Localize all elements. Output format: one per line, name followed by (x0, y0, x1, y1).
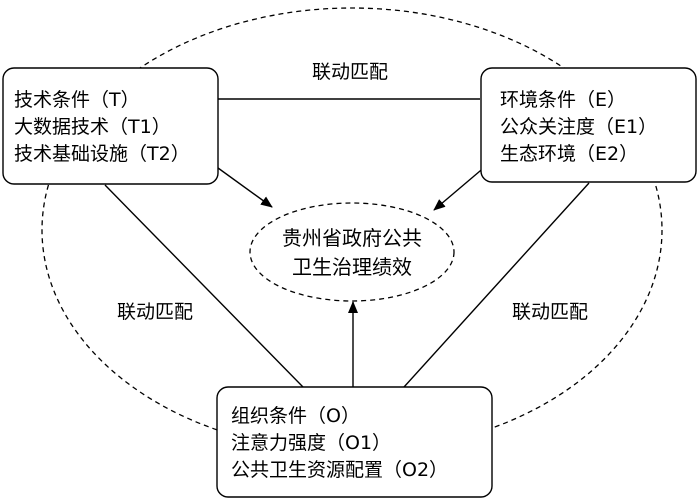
technology-line-1: 技术条件（T） (14, 89, 140, 111)
link-label-left: 联动匹配 (117, 301, 193, 323)
link-line-left (104, 184, 304, 388)
technology-condition-box (2, 67, 219, 185)
environment-line-1: 环境条件（E） (500, 89, 626, 111)
organization-line-3: 公共卫生资源配置（O2） (231, 459, 448, 481)
outcome-ellipse (249, 202, 455, 302)
organization-line-1: 组织条件（O） (231, 405, 360, 427)
technology-line-3: 技术基础设施（T2） (14, 143, 190, 165)
organization-line-2: 注意力强度（O1） (231, 432, 391, 454)
link-label-top: 联动匹配 (312, 61, 388, 83)
outcome-label-line-2: 卫生治理绩效 (292, 255, 412, 279)
environment-condition-box (480, 67, 697, 183)
organization-condition-box (216, 386, 493, 498)
link-label-right: 联动匹配 (512, 301, 588, 323)
environment-line-3: 生态环境（E2） (500, 143, 638, 165)
outer-dashed-circle (41, 7, 663, 453)
link-line-right (403, 182, 590, 388)
outcome-label-line-1: 贵州省政府公共 (282, 226, 422, 250)
environment-line-2: 公众关注度（E1） (500, 116, 657, 138)
technology-line-2: 大数据技术（T1） (14, 116, 171, 138)
